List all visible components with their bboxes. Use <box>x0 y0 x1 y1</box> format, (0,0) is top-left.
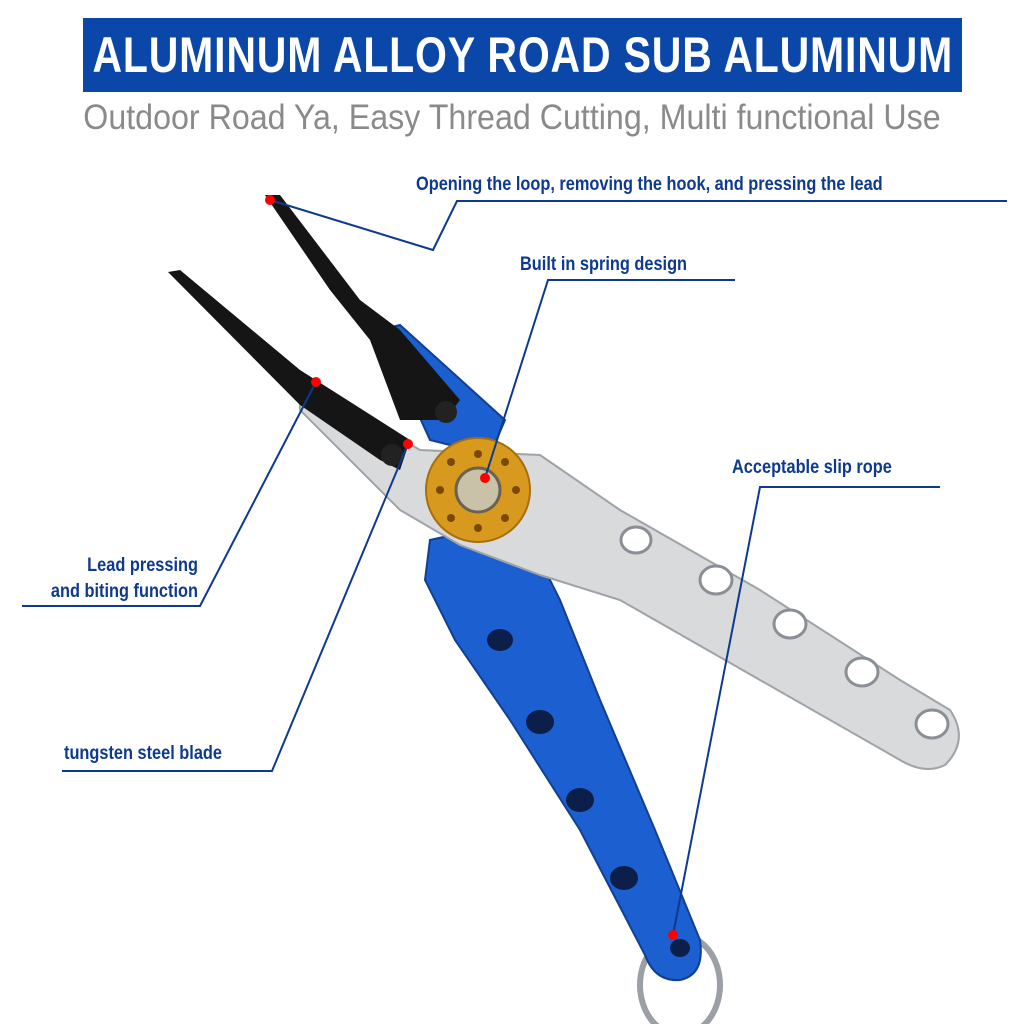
pivot-center <box>454 466 502 514</box>
lower-jaw <box>168 270 410 470</box>
pivot-holes <box>436 450 520 532</box>
upper-jaw <box>265 195 460 420</box>
marker-dots <box>265 195 678 940</box>
callout-slip-rope: Acceptable slip rope <box>732 457 892 478</box>
callout-lead-pressing: Lead pressing and biting function <box>50 555 198 602</box>
blue-handle-holes <box>487 629 690 957</box>
subtitle: Outdoor Road Ya, Easy Thread Cutting, Mu… <box>83 98 941 137</box>
screw <box>381 444 403 466</box>
leader-lines <box>22 199 1007 936</box>
callout-spring: Built in spring design <box>520 254 688 275</box>
screw <box>435 401 457 423</box>
silver-handle-holes <box>619 525 950 740</box>
title: ALUMINUM ALLOY ROAD SUB ALUMINUM <box>92 27 953 83</box>
title-banner: ALUMINUM ALLOY ROAD SUB ALUMINUM <box>83 18 962 92</box>
callout-blade: tungsten steel blade <box>64 743 222 764</box>
callout-loop-opening: Opening the loop, removing the hook, and… <box>416 174 883 195</box>
